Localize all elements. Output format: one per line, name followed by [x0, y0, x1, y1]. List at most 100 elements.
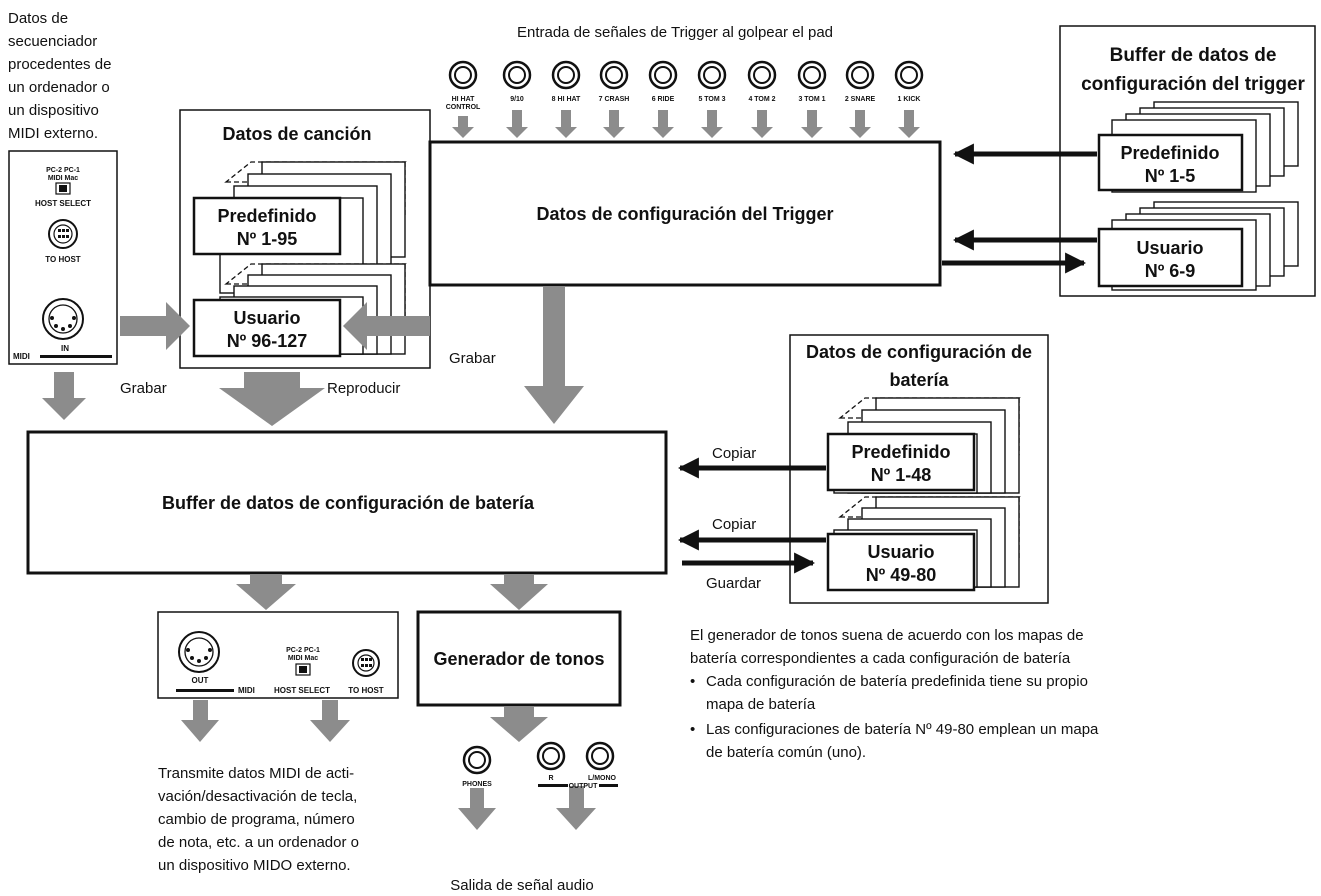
jack-label: 4 TOM 2 — [748, 96, 775, 103]
jack-label: 8 HI HAT — [552, 96, 581, 103]
jack-label: 6 RIDE — [652, 96, 675, 103]
output-label: OUTPUT — [569, 783, 599, 790]
transmit-note: Transmite datos MIDI de acti- vación/des… — [158, 765, 359, 874]
jack-icon: 8 HI HAT — [552, 60, 581, 103]
phones-jack-icon — [462, 745, 492, 775]
transmit-note-line: cambio de programa, número — [158, 811, 355, 828]
transmit-note-line: un dispositivo MIDO externo. — [158, 857, 351, 874]
jack-label: 3 TOM 1 — [798, 96, 825, 103]
tone-note-bullet: mapa de batería — [706, 696, 816, 713]
song-preset-label: Predefinido — [217, 206, 316, 226]
song-data-box: Datos de canción Predefinido Nº 1-95 Usu… — [179, 109, 431, 369]
drum-preset-label: Predefinido — [851, 442, 950, 462]
song-preset-stack: Predefinido Nº 1-95 — [192, 161, 407, 294]
jack-label: 1 KICK — [898, 96, 921, 103]
to-host-label: TO HOST — [45, 255, 81, 264]
switch-mid-label: MIDI Mac — [48, 175, 78, 182]
midi-out-label: OUT — [192, 676, 209, 685]
out-switch-top: PC-2 PC-1 — [286, 647, 320, 654]
output-jacks: PHONES R L/MONO OUTPUT — [462, 741, 618, 790]
grabar-label-left: Grabar — [120, 380, 167, 397]
midi-in-panel: PC-2 PC-1 MIDI Mac HOST SELECT TO HOST I… — [8, 150, 118, 365]
tone-generator-box: Generador de tonos — [416, 610, 622, 707]
gray-flow-arrows — [42, 287, 596, 830]
midi-in-label: IN — [61, 344, 69, 353]
trigger-setup-title: Datos de configuración del Trigger — [536, 204, 833, 224]
guardar-label: Guardar — [706, 575, 761, 592]
drum-user-label: Usuario — [867, 542, 934, 562]
midi-out-port-icon — [178, 631, 220, 673]
trigger-preset-label: Predefinido — [1120, 143, 1219, 163]
jack-label: 5 TOM 3 — [698, 96, 725, 103]
sequencer-note: Datos de secuenciador procedentes de un … — [8, 10, 111, 142]
bullet-icon: • — [690, 721, 695, 738]
switch-top-label: PC-2 PC-1 — [46, 167, 80, 174]
sequencer-note-line: un ordenador o — [8, 79, 110, 96]
jack-icon: 2 SNARE — [845, 60, 876, 103]
drum-user-range: Nº 49-80 — [866, 565, 937, 585]
phones-label: PHONES — [462, 781, 492, 788]
drum-kit-data-title: Datos de configuración de — [806, 342, 1032, 362]
trigger-buffer-arrows — [942, 143, 1097, 274]
r-jack-icon — [536, 741, 566, 771]
sequencer-note-line: Datos de — [8, 10, 68, 27]
jack-icon: 4 TOM 2 — [747, 60, 777, 103]
midi-out-panel: OUT MIDI PC-2 PC-1 MIDI Mac HOST SELECT … — [157, 611, 399, 699]
reproducir-label: Reproducir — [327, 380, 400, 397]
drum-buffer-title: Buffer de datos de configuración de bate… — [162, 493, 535, 513]
drum-buffer-box: Buffer de datos de configuración de bate… — [26, 430, 668, 575]
tone-note-bullet: de batería común (uno). — [706, 744, 866, 761]
drum-kit-data-title: batería — [889, 370, 949, 390]
tone-note-line: batería correspondientes a cada configur… — [690, 650, 1071, 667]
trigger-preset-range: Nº 1-5 — [1145, 166, 1196, 186]
tone-note-bullet: Cada configuración de batería predefinid… — [706, 673, 1088, 690]
midi-out-midi-label: MIDI — [238, 686, 255, 695]
sequencer-note-line: secuenciador — [8, 33, 97, 50]
jack-label: 9/10 — [510, 96, 524, 103]
jack-icon: 5 TOM 3 — [697, 60, 727, 103]
trigger-preset-stack: Predefinido Nº 1-5 — [1097, 101, 1299, 193]
jack-label: 7 CRASH — [599, 96, 630, 103]
jack-icon: HI HAT CONTROL — [446, 60, 481, 111]
song-user-label: Usuario — [233, 308, 300, 328]
tone-note-line: El generador de tonos suena de acuerdo c… — [690, 627, 1084, 644]
copiar-label: Copiar — [712, 516, 756, 533]
midi-in-port-icon — [42, 298, 84, 340]
jack-icon: 7 CRASH — [599, 60, 630, 103]
lmono-label: L/MONO — [588, 775, 617, 782]
tone-generator-title: Generador de tonos — [433, 649, 604, 669]
sequencer-note-line: MIDI externo. — [8, 125, 98, 142]
trigger-buffer-title: Buffer de datos de — [1110, 45, 1277, 66]
transmit-note-line: de nota, etc. a un ordenador o — [158, 834, 359, 851]
out-switch-mid: MIDI Mac — [288, 655, 318, 662]
jack-label: 2 SNARE — [845, 96, 876, 103]
host-select-label: HOST SELECT — [35, 199, 91, 208]
drum-kit-data-box: Datos de configuración de batería Predef… — [789, 334, 1049, 604]
jack-icon: 1 KICK — [894, 60, 924, 103]
out-to-host-label: TO HOST — [348, 686, 384, 695]
tone-note: El generador de tonos suena de acuerdo c… — [690, 627, 1099, 761]
jack-icon: 3 TOM 1 — [797, 60, 827, 103]
drum-user-stack: Usuario Nº 49-80 — [826, 496, 1021, 592]
grabar-label-mid: Grabar — [449, 350, 496, 367]
drum-preset-stack: Predefinido Nº 1-48 — [826, 397, 1021, 494]
out-to-host-port-icon — [352, 649, 380, 677]
sequencer-note-line: un dispositivo — [8, 102, 99, 119]
trigger-user-stack: Usuario Nº 6-9 — [1097, 201, 1299, 291]
drum-copy-arrows — [677, 457, 826, 574]
song-data-title: Datos de canción — [222, 124, 371, 144]
song-preset-range: Nº 1-95 — [237, 229, 298, 249]
trigger-buffer-title: configuración del trigger — [1081, 74, 1305, 95]
jack-icon: 9/10 — [502, 60, 532, 103]
drum-preset-range: Nº 1-48 — [871, 465, 932, 485]
song-user-stack: Usuario Nº 96-127 — [192, 263, 407, 358]
midi-label: MIDI — [13, 352, 30, 361]
trigger-input-title: Entrada de señales de Trigger al golpear… — [517, 24, 833, 41]
to-host-port-icon — [48, 219, 78, 249]
jack-label-2: CONTROL — [446, 104, 481, 111]
out-host-select-label: HOST SELECT — [274, 686, 330, 695]
r-label: R — [548, 775, 553, 782]
bullet-icon: • — [690, 673, 695, 690]
lmono-jack-icon — [585, 741, 615, 771]
